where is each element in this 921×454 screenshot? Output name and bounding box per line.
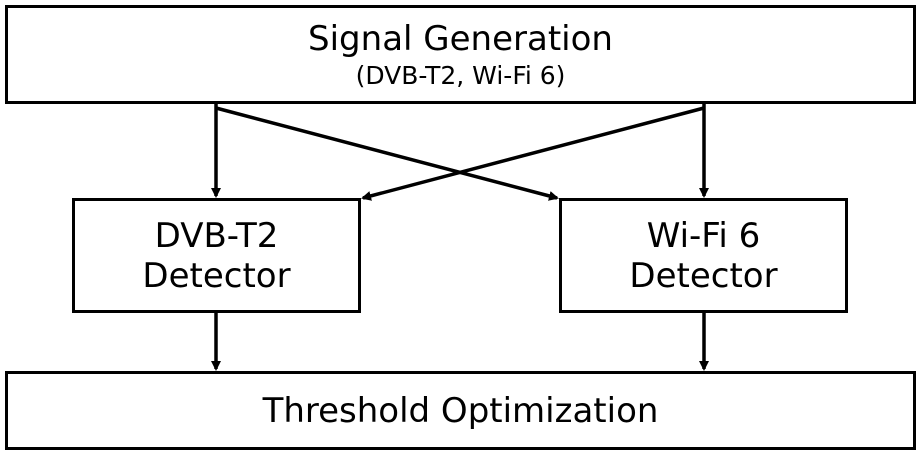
wifi-detector-line2: Detector <box>629 255 778 296</box>
wifi-detector-box: Wi-Fi 6 Detector <box>559 198 848 313</box>
arrow-cross-to-wifi <box>215 106 559 201</box>
arrow-cross-to-dvb <box>361 106 705 201</box>
signal-generation-subtitle: (DVB-T2, Wi-Fi 6) <box>355 60 566 90</box>
wifi-detector-line1: Wi-Fi 6 <box>646 215 761 256</box>
signal-generation-box: Signal Generation (DVB-T2, Wi-Fi 6) <box>5 5 916 104</box>
threshold-optimization-title: Threshold Optimization <box>262 390 659 431</box>
signal-generation-title: Signal Generation <box>308 18 613 59</box>
dvb-detector-line1: DVB-T2 <box>154 215 279 256</box>
dvb-detector-line2: Detector <box>142 255 291 296</box>
dvb-detector-box: DVB-T2 Detector <box>72 198 361 313</box>
threshold-optimization-box: Threshold Optimization <box>5 371 916 450</box>
